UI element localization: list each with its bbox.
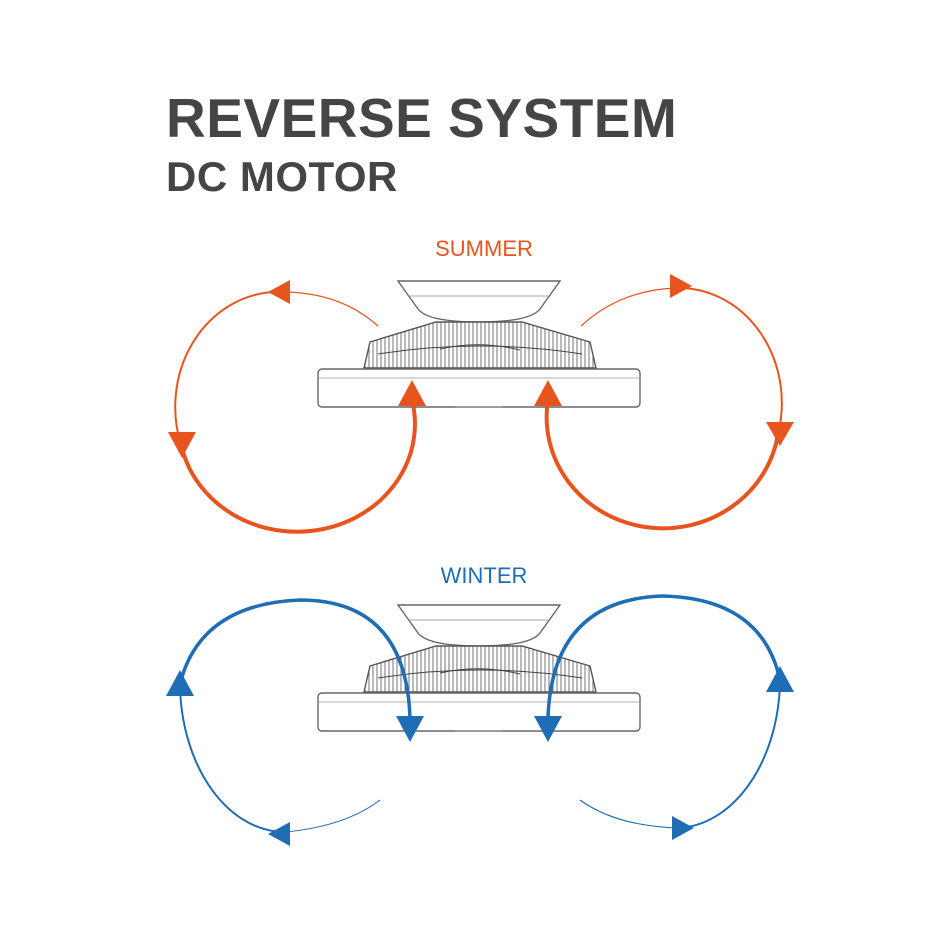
winter-left-top-arc <box>178 598 412 719</box>
summer-arrow-icon <box>268 280 290 304</box>
summer-left-side-arc <box>174 291 277 449</box>
summer-arrow-icon <box>670 274 692 298</box>
summer-fan-icon <box>317 280 641 408</box>
winter-right-side-arc <box>677 679 781 829</box>
summer-arrow-icon <box>168 432 196 458</box>
winter-label: WINTER <box>440 563 528 588</box>
winter-right-bottom-arc <box>579 799 679 829</box>
summer-arrow-icon <box>534 380 562 406</box>
summer-right-side-arc <box>675 286 783 435</box>
summer-arrow-icon <box>398 380 426 406</box>
winter-arrow-icon <box>268 822 290 846</box>
summer-label: SUMMER <box>435 236 533 261</box>
summer-arrow-icon <box>766 422 794 446</box>
winter-right-top-arc <box>546 594 782 719</box>
summer-airflow <box>168 274 794 534</box>
summer-left-bottom-arc <box>180 399 417 534</box>
winter-arrow-icon <box>766 666 794 692</box>
winter-arrow-icon <box>396 716 424 742</box>
summer-left-top-arc <box>281 291 379 327</box>
summer-right-top-arc <box>580 287 677 327</box>
winter-arrow-icon <box>166 670 194 696</box>
winter-fan-icon <box>317 604 641 732</box>
page-title: REVERSE SYSTEM <box>166 87 678 149</box>
winter-arrow-icon <box>672 816 694 840</box>
winter-arrow-icon <box>534 716 562 742</box>
winter-left-side-arc <box>179 683 287 834</box>
winter-airflow <box>166 594 794 846</box>
winter-left-bottom-arc <box>285 799 381 833</box>
summer-right-bottom-arc <box>544 399 780 531</box>
page-subtitle: DC MOTOR <box>166 153 398 200</box>
